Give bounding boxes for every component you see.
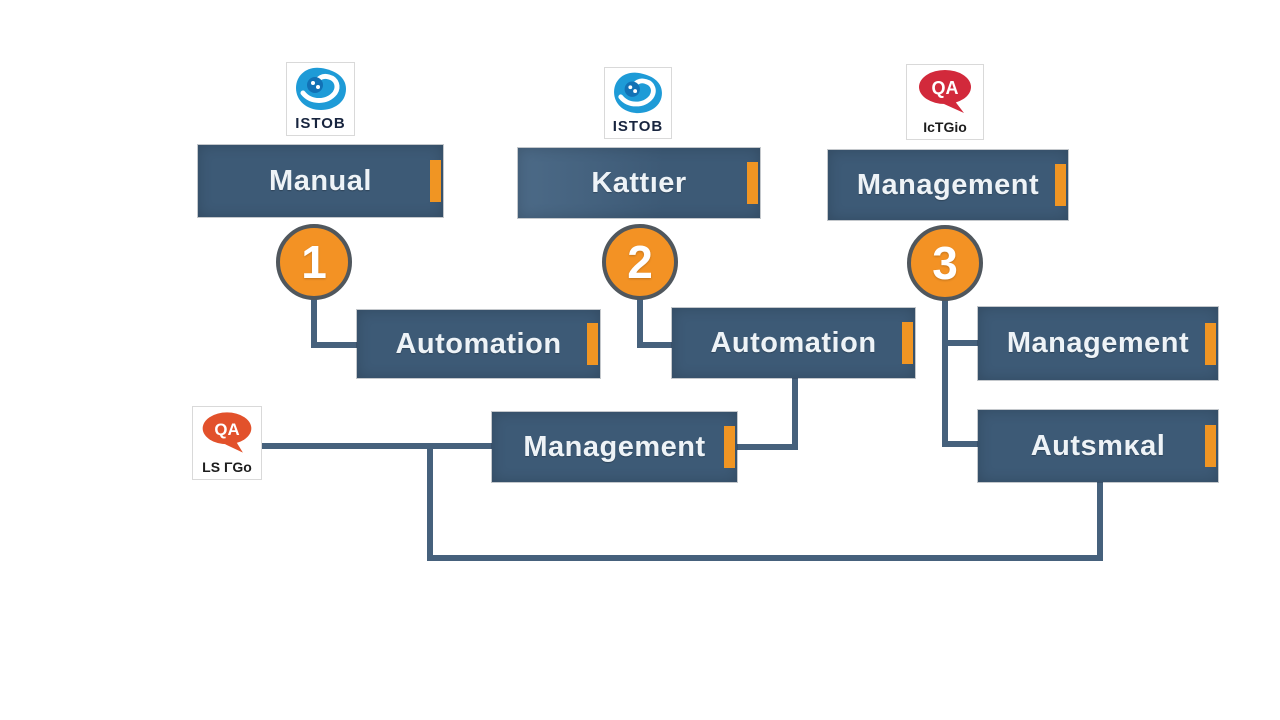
accent-bar [902, 322, 913, 364]
qa-bubble-icon: QA [198, 409, 256, 462]
istqb-logo-icon [611, 70, 665, 121]
box-label: Manual [269, 164, 372, 197]
box-management-top: Management [828, 150, 1068, 220]
connector-line [942, 441, 978, 447]
connector-line [311, 342, 357, 348]
connector-line [792, 378, 798, 450]
step-circle-1: 1 [276, 224, 352, 300]
box-label: Automation [395, 327, 562, 360]
connector-line [262, 443, 492, 449]
step-circle-2: 2 [602, 224, 678, 300]
box-management-right: Management [978, 307, 1218, 380]
logo-card-qa-red: QA IcTGio [906, 64, 984, 140]
step-number: 2 [627, 236, 653, 288]
logo-card-qa-left: QA LS ΓGo [192, 406, 262, 480]
box-autsmkal: Autsmĸal [978, 410, 1218, 482]
logo-card-istqb-1: ISTOB [286, 62, 355, 136]
connector-line [311, 298, 317, 348]
connector-line [427, 446, 433, 561]
connector-line [737, 444, 795, 450]
accent-bar [724, 426, 735, 468]
box-label: Automation [710, 326, 877, 359]
box-automation-1: Automation [357, 310, 600, 378]
accent-bar [1055, 164, 1066, 206]
step-number: 1 [301, 236, 327, 288]
logo-caption: ISTOB [612, 118, 664, 135]
box-label: Management [523, 430, 706, 463]
accent-bar [1205, 322, 1216, 365]
logo-caption: ISTOB [295, 115, 346, 132]
connector-line [1097, 482, 1103, 561]
logo-caption: LS ΓGo [202, 459, 252, 475]
step-number: 3 [932, 237, 958, 289]
box-label: Management [856, 168, 1040, 201]
qa-badge-text: QA [214, 420, 239, 439]
connector-line [427, 555, 1103, 561]
connector-line [942, 299, 948, 447]
box-label: Kattıer [591, 166, 687, 199]
qa-bubble-icon: QA [914, 67, 976, 122]
box-label: Management [1006, 327, 1190, 359]
accent-bar [587, 323, 598, 365]
box-label: Autsmĸal [1030, 429, 1166, 462]
connector-line [942, 340, 978, 346]
logo-caption: IcTGio [923, 119, 967, 135]
step-circle-3: 3 [907, 225, 983, 301]
accent-bar [430, 160, 441, 202]
connector-line [637, 298, 643, 348]
qa-badge-text: QA [932, 78, 959, 98]
istqb-logo-icon [293, 65, 349, 118]
accent-bar [747, 162, 758, 204]
box-kattier: Kattıer [518, 148, 760, 218]
box-management-mid: Management [492, 412, 737, 482]
box-manual: Manual [198, 145, 443, 217]
box-automation-2: Automation [672, 308, 915, 378]
accent-bar [1205, 425, 1216, 467]
connector-line [637, 342, 672, 348]
logo-card-istqb-2: ISTOB [604, 67, 672, 139]
